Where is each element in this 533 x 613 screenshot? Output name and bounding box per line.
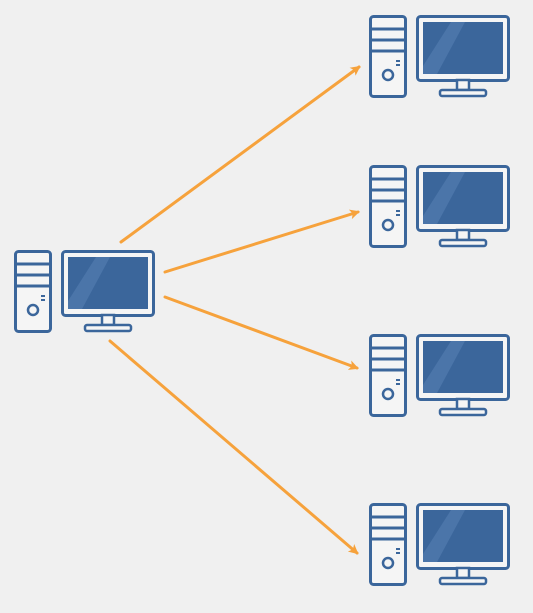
source-computer — [14, 250, 155, 333]
arrow-source-computer-to-target-computer-4 — [108, 339, 359, 555]
monitor-icon — [416, 334, 510, 417]
edges-layer — [108, 65, 361, 555]
nodes-layer — [14, 15, 510, 586]
tower-icon — [14, 250, 52, 333]
target-computer-3 — [369, 334, 510, 417]
desktop-computer-icon — [369, 15, 510, 98]
monitor-icon — [416, 503, 510, 586]
tower-icon — [369, 165, 407, 248]
desktop-computer-icon — [369, 334, 510, 417]
tower-icon — [369, 503, 407, 586]
target-computer-2 — [369, 165, 510, 248]
arrow-source-computer-to-target-computer-2 — [163, 209, 360, 274]
arrow-source-computer-to-target-computer-1 — [119, 65, 361, 244]
tower-icon — [369, 334, 407, 417]
monitor-icon — [416, 15, 510, 98]
monitor-icon — [61, 250, 155, 333]
arrow-source-computer-to-target-computer-3 — [163, 295, 359, 370]
desktop-computer-icon — [369, 165, 510, 248]
target-computer-1 — [369, 15, 510, 98]
target-computer-4 — [369, 503, 510, 586]
desktop-computer-icon — [14, 250, 155, 333]
monitor-icon — [416, 165, 510, 248]
desktop-computer-icon — [369, 503, 510, 586]
tower-icon — [369, 15, 407, 98]
